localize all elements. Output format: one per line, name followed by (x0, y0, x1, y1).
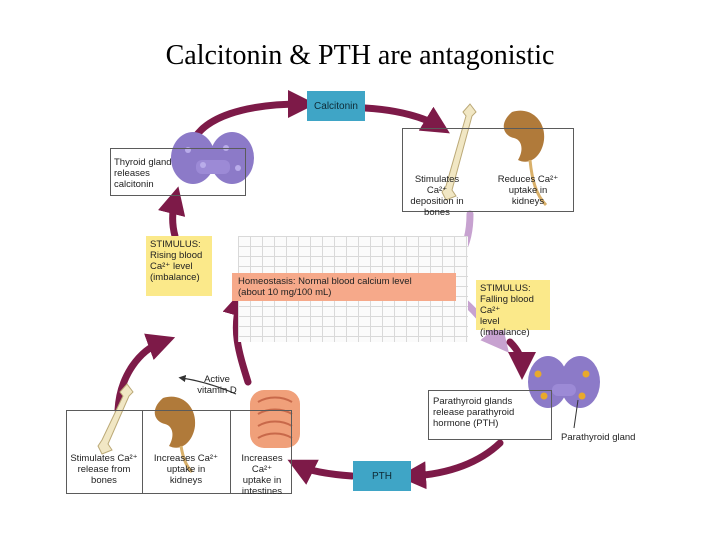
divider (230, 410, 231, 494)
active-vitamin-d-label: Active vitamin D (197, 374, 237, 396)
calcitonin-targets-box (402, 128, 574, 212)
homeostasis-box: Homeostasis: Normal blood calcium level … (232, 273, 456, 301)
kidney-increase-label: Increases Ca²⁺ uptake in kidneys (153, 453, 219, 486)
arrow-bones-to-cycle (114, 333, 176, 414)
calcitonin-node: Calcitonin (307, 91, 365, 121)
arrow-vitamin-d (178, 374, 237, 395)
arrow-parathyroid-to-pth (398, 439, 504, 490)
thyroid-release-box (110, 148, 246, 196)
arrow-falling-to-parathyroid (506, 338, 536, 380)
thyroid-icon (171, 132, 254, 184)
arrow-calcitonin-to-targets (361, 104, 450, 134)
parathyroid-release-label: Parathyroid glands release parathyroid h… (433, 396, 515, 429)
kidney-icon-top (503, 110, 548, 207)
bone-icon-bottom (97, 383, 134, 455)
kidney-reduce-label: Reduces Ca²⁺ uptake in kidneys (497, 174, 559, 207)
bone-release-label: Stimulates Ca²⁺ release from bones (70, 453, 138, 486)
bone-deposit-label: Stimulates Ca²⁺ deposition in bones (410, 174, 464, 218)
intestine-increase-label: Increases Ca²⁺ uptake in intestines (241, 453, 283, 497)
slide-title: Calcitonin & PTH are antagonistic (165, 40, 555, 71)
stimulus-falling-box: STIMULUS: Falling blood Ca²⁺ level (imba… (476, 280, 550, 338)
arrow-pth-to-targets (287, 459, 356, 485)
parathyroid-release-box (428, 390, 552, 440)
parathyroid-gland-label: Parathyroid gland (561, 432, 636, 443)
kidney-icon-bottom (154, 396, 196, 474)
pth-node: PTH (353, 461, 411, 491)
parathyroid-icon (528, 356, 600, 429)
stimulus-rising-box: STIMULUS: Rising blood Ca²⁺ level (imbal… (146, 236, 212, 296)
homeostasis-line-1: Homeostasis: Normal blood calcium level (238, 276, 412, 287)
intestine-icon (250, 390, 300, 448)
pth-targets-box (66, 410, 292, 494)
divider (142, 410, 143, 494)
homeostasis-line-2: (about 10 mg/100 mL) (238, 287, 332, 298)
arrow-stimulus-rising-to-thyroid (158, 186, 186, 240)
thyroid-release-label: Thyroid gland releases calcitonin (114, 157, 172, 190)
